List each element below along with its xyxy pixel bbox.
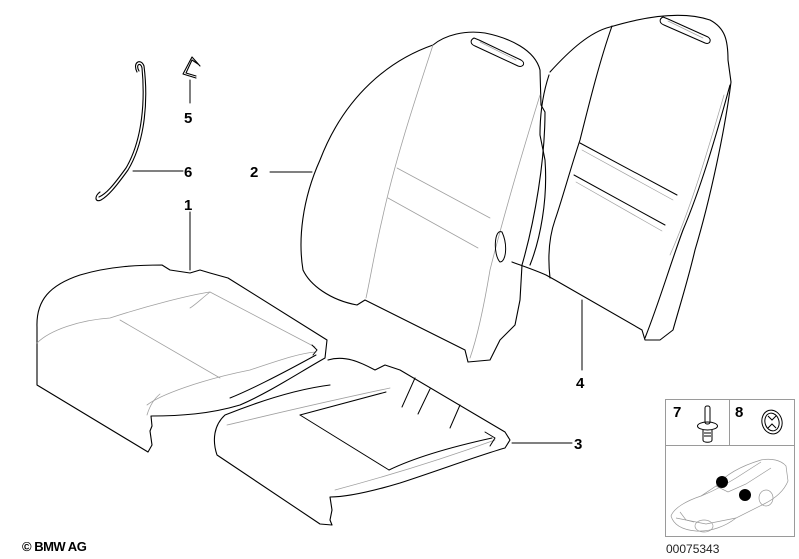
clip-nut-icon: [761, 409, 783, 435]
inset-cell-part-7[interactable]: 7: [666, 400, 730, 446]
hook-clip-part-5: [182, 56, 201, 79]
copyright-label: © BMW AG: [22, 539, 87, 554]
vehicle-locator: [666, 446, 794, 536]
inset-cell-part-8[interactable]: 8: [730, 400, 794, 446]
callout-6[interactable]: 6: [184, 164, 193, 181]
document-number: 00075343: [666, 542, 720, 556]
inset-panel: 7 8: [665, 399, 795, 537]
callout-2[interactable]: 2: [250, 164, 259, 181]
callout-7: 7: [673, 404, 682, 421]
seat-cushion-part-3: [213, 357, 511, 526]
callout-1[interactable]: 1: [184, 197, 193, 214]
wire-hook-part-6: [95, 61, 147, 202]
backrest-part-2: [300, 31, 546, 363]
callout-4[interactable]: 4: [576, 375, 585, 392]
seat-location-marker-front: [716, 476, 728, 488]
callout-8: 8: [735, 404, 744, 421]
callout-5[interactable]: 5: [184, 110, 193, 127]
rivet-icon: [697, 405, 718, 443]
backrest-part-4: [511, 14, 732, 341]
callout-3[interactable]: 3: [574, 436, 583, 453]
seat-cushion-part-1: [36, 264, 328, 453]
seat-location-marker-rear: [739, 489, 751, 501]
car-outline-icon: [670, 458, 789, 533]
